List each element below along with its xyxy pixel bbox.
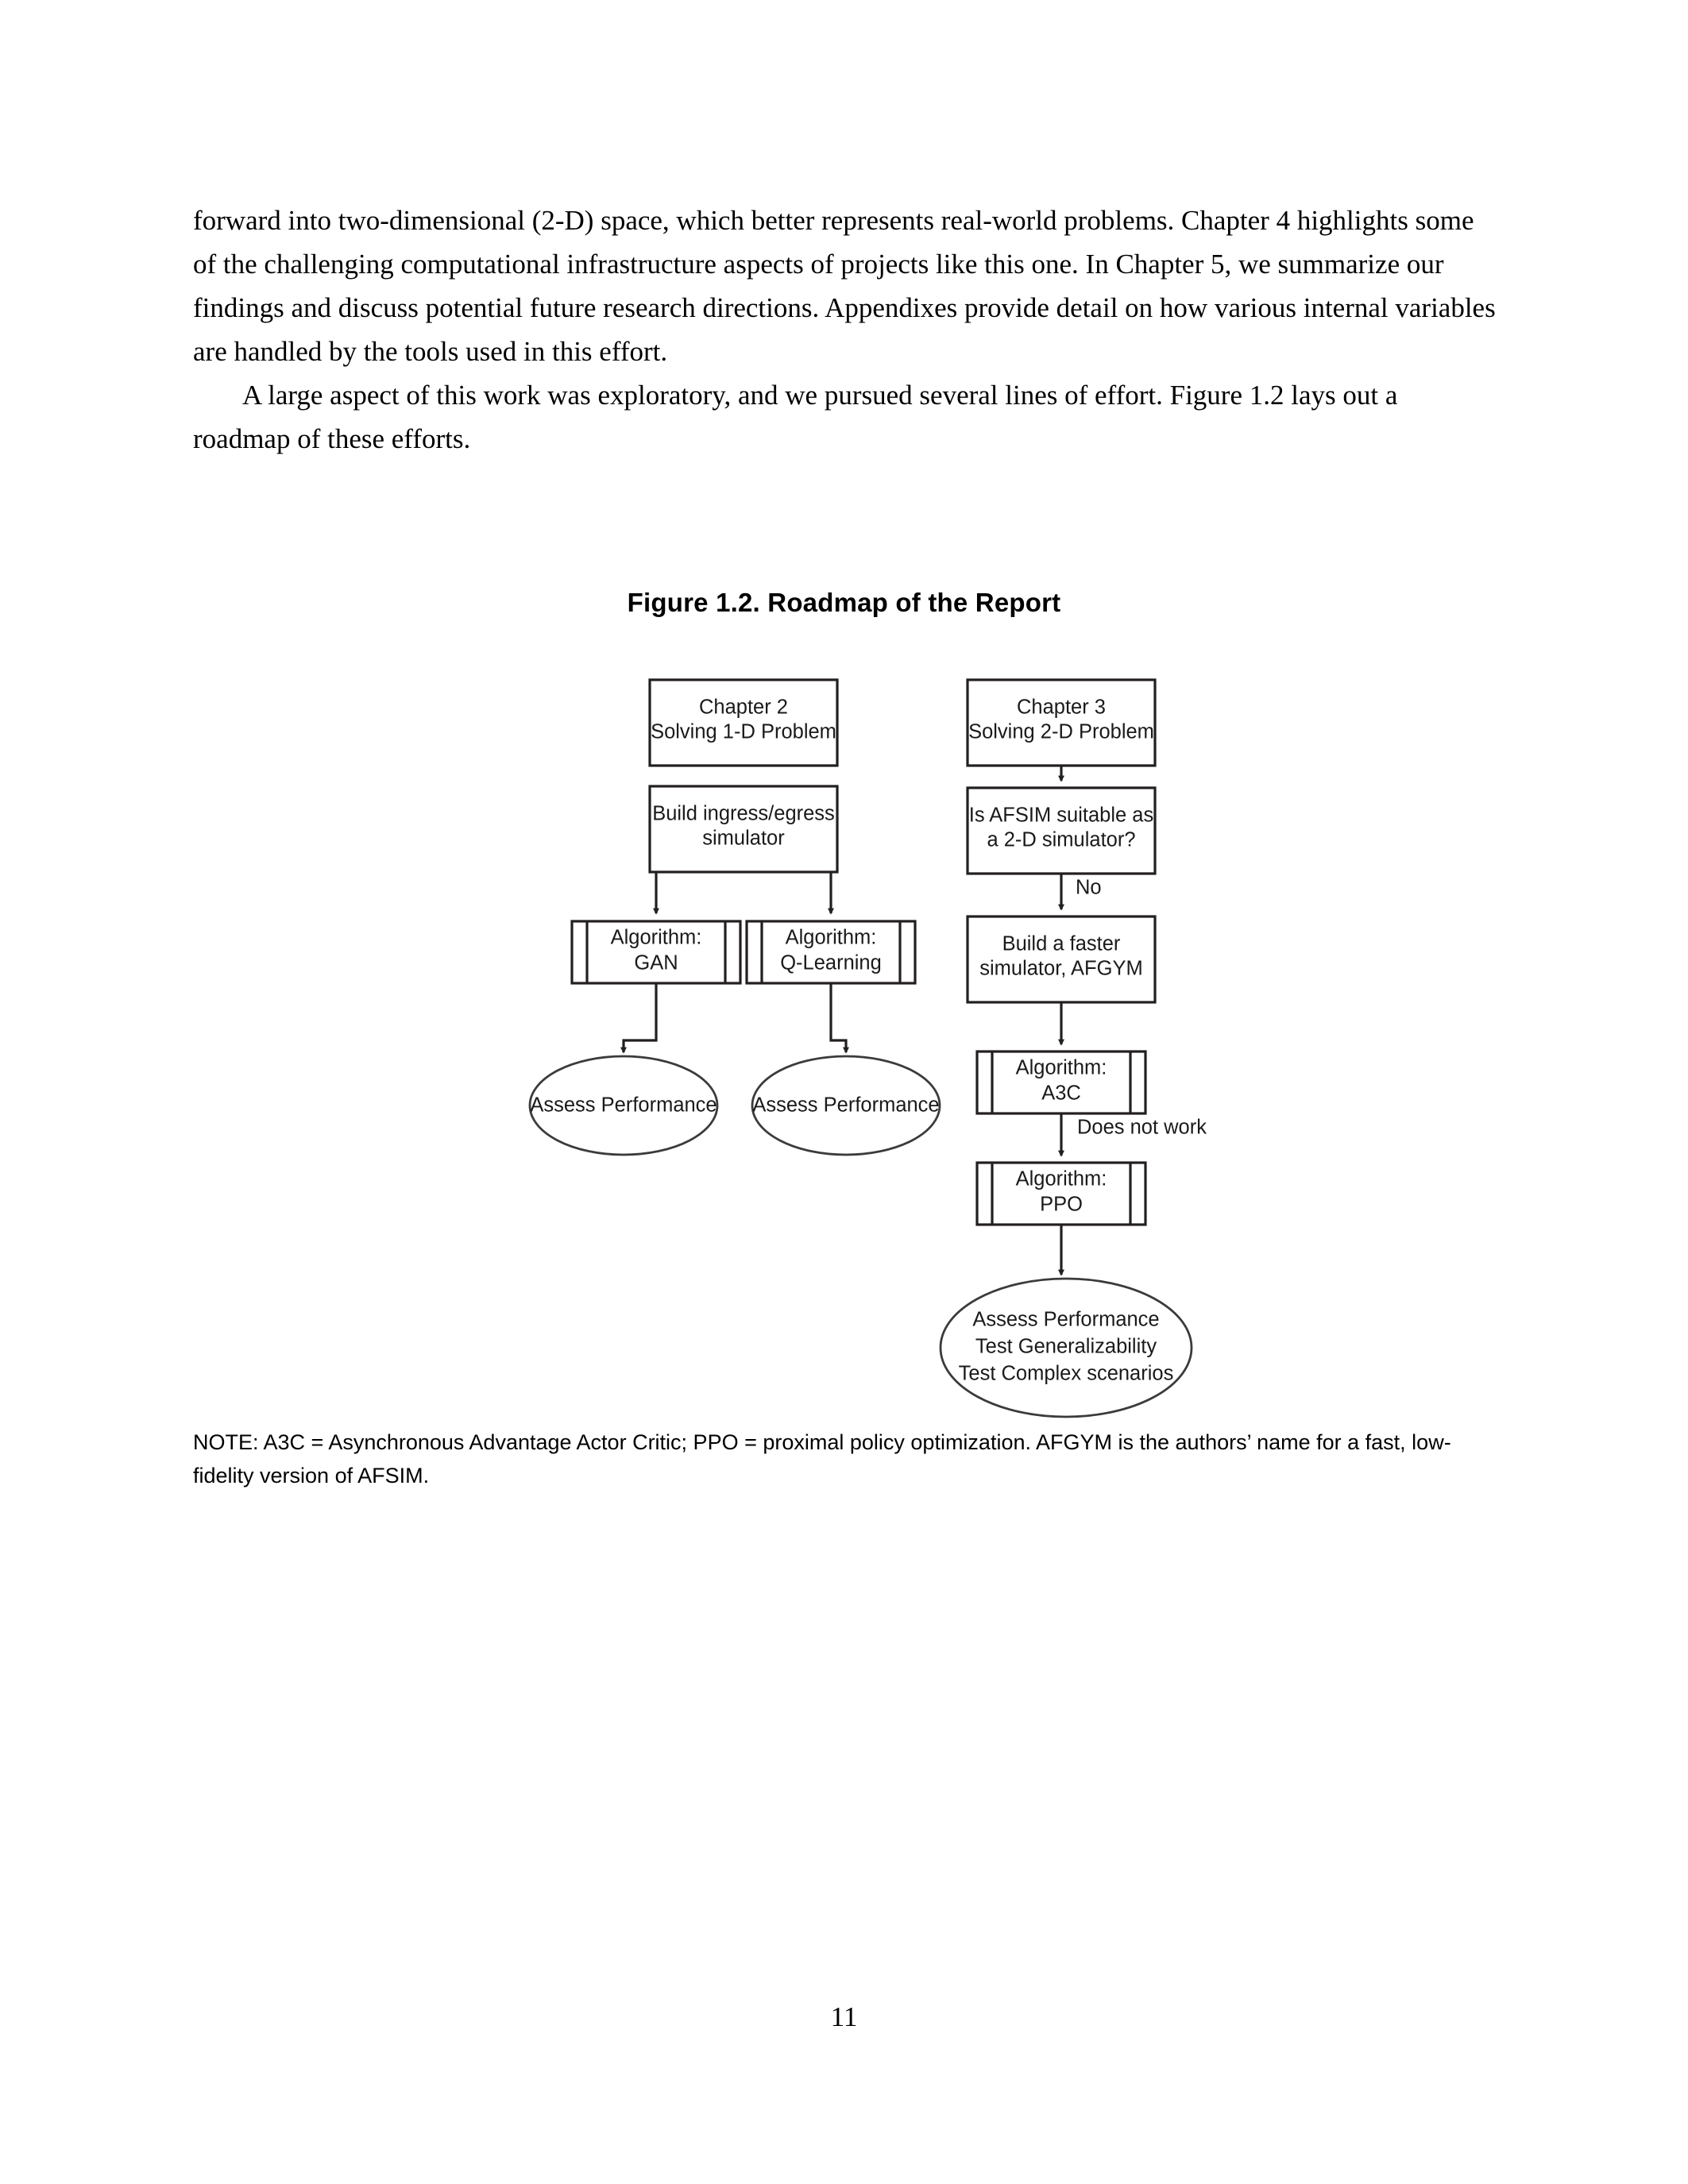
figure-note: NOTE: A3C = Asynchronous Advantage Actor… [193, 1430, 1451, 1488]
node-chapter-2: Chapter 2 Solving 1-D Problem [648, 678, 839, 767]
node-algorithm-qlearning-line1: Algorithm: [786, 927, 877, 949]
node-build-afgym-line1: Build a faster [1002, 933, 1121, 955]
node-chapter-3-line1: Chapter 3 [1017, 696, 1106, 719]
node-assess-performance-qlearning: Assess Performance [751, 1055, 941, 1156]
node-algorithm-a3c-line2: A3C [1041, 1082, 1081, 1105]
node-assess-performance-qlearning-label: Assess Performance [752, 1094, 939, 1117]
node-assess-final-line1: Assess Performance [972, 1309, 1159, 1331]
node-build-simulator-line2: simulator [702, 828, 785, 850]
edge-qlearning-to-assess [829, 983, 849, 1054]
roadmap-flowchart: Chapter 2 Solving 1-D Problem Build ingr… [0, 651, 1688, 1445]
paragraph-1: forward into two-dimensional (2-D) space… [193, 205, 1496, 367]
node-algorithm-gan: Algorithm: GAN [570, 920, 742, 985]
node-chapter-3: Chapter 3 Solving 2-D Problem [966, 678, 1157, 767]
node-afsim-question: Is AFSIM suitable as a 2-D simulator? [966, 786, 1157, 875]
page-number: 11 [830, 2001, 858, 2032]
body-text-block: forward into two-dimensional (2-D) space… [193, 199, 1496, 461]
node-chapter-3-line2: Solving 2-D Problem [968, 721, 1154, 743]
node-afsim-question-line1: Is AFSIM suitable as [969, 805, 1153, 827]
node-afsim-question-line2: a 2-D simulator? [987, 829, 1135, 851]
node-algorithm-ppo-line2: PPO [1040, 1194, 1083, 1216]
edge-gan-to-assess [620, 983, 658, 1054]
node-assess-performance-gan-label: Assess Performance [530, 1094, 717, 1117]
node-algorithm-qlearning-line2: Q-Learning [780, 952, 882, 974]
node-build-afgym: Build a faster simulator, AFGYM [966, 915, 1157, 1004]
node-build-afgym-line2: simulator, AFGYM [979, 958, 1142, 980]
paragraph-2: A large aspect of this work was explorat… [193, 380, 1398, 454]
edge-label-no: No [1076, 877, 1102, 899]
node-chapter-2-line1: Chapter 2 [699, 696, 788, 719]
node-assess-performance-gan: Assess Performance [528, 1055, 719, 1156]
node-algorithm-qlearning: Algorithm: Q-Learning [745, 920, 917, 985]
node-algorithm-a3c: Algorithm: A3C [975, 1050, 1147, 1115]
node-algorithm-gan-line1: Algorithm: [611, 927, 702, 949]
node-assess-final-line2: Test Generalizability [975, 1336, 1157, 1358]
node-algorithm-ppo-line1: Algorithm: [1016, 1168, 1107, 1190]
node-build-simulator: Build ingress/egress simulator [648, 785, 839, 874]
edge-label-does-not-work: Does not work [1077, 1117, 1207, 1139]
node-build-simulator-line1: Build ingress/egress [652, 803, 835, 825]
node-algorithm-a3c-line1: Algorithm: [1016, 1057, 1107, 1079]
node-algorithm-gan-line2: GAN [634, 952, 678, 974]
figure-title: Figure 1.2. Roadmap of the Report [627, 588, 1061, 617]
node-chapter-2-line2: Solving 1-D Problem [651, 721, 836, 743]
node-assess-final: Assess Performance Test Generalizability… [939, 1277, 1193, 1418]
node-assess-final-line3: Test Complex scenarios [959, 1363, 1174, 1385]
node-algorithm-ppo: Algorithm: PPO [975, 1161, 1147, 1226]
